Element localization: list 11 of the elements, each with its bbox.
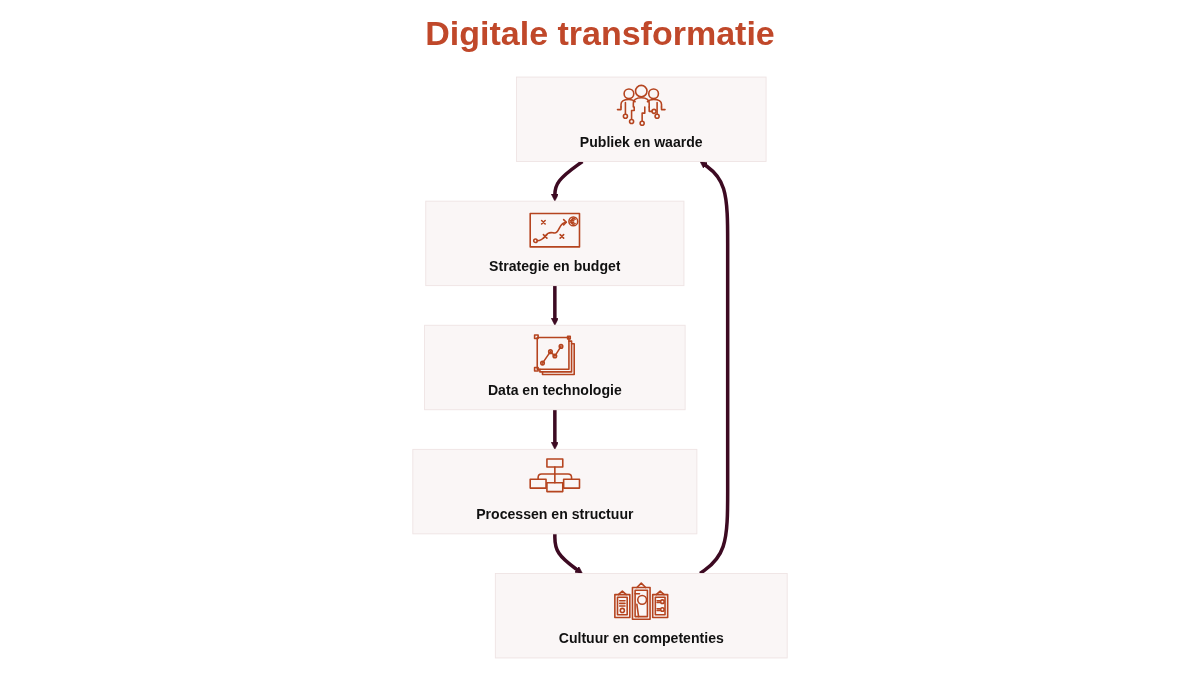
node-box: Publiek en waarde (516, 76, 767, 162)
node-box: Processen en structuur (412, 448, 698, 535)
diagram-title: Digitale transformatie (425, 14, 775, 53)
arrow (550, 285, 559, 326)
node-box: Strategie en budget (425, 200, 685, 287)
arrow (550, 409, 559, 450)
node-box: Cultuur en competenties (494, 573, 788, 659)
node-box: Data en technologie (424, 324, 686, 411)
arrow (550, 160, 584, 202)
arrow (699, 161, 730, 575)
arrow (553, 533, 583, 574)
